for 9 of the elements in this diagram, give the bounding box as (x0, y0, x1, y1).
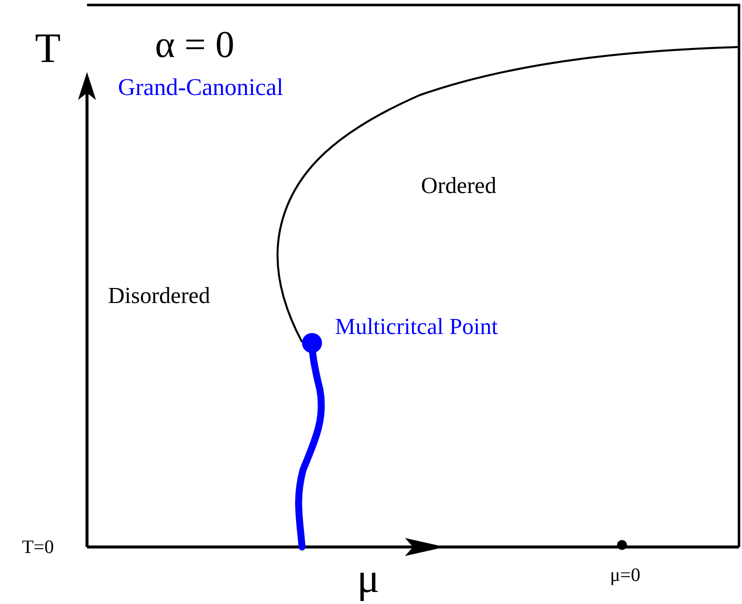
plot-title: α = 0 (155, 26, 234, 64)
axis-label: T (35, 28, 61, 70)
ensemble-label: Grand-Canonical (118, 76, 284, 100)
point-label: Multicritcal Point (335, 315, 498, 338)
region-label: Disordered (108, 284, 210, 307)
axis-label: μ (357, 558, 380, 600)
tick-label: μ=0 (610, 566, 640, 585)
region-label: Ordered (421, 174, 496, 197)
tick-label: T=0 (22, 538, 54, 557)
